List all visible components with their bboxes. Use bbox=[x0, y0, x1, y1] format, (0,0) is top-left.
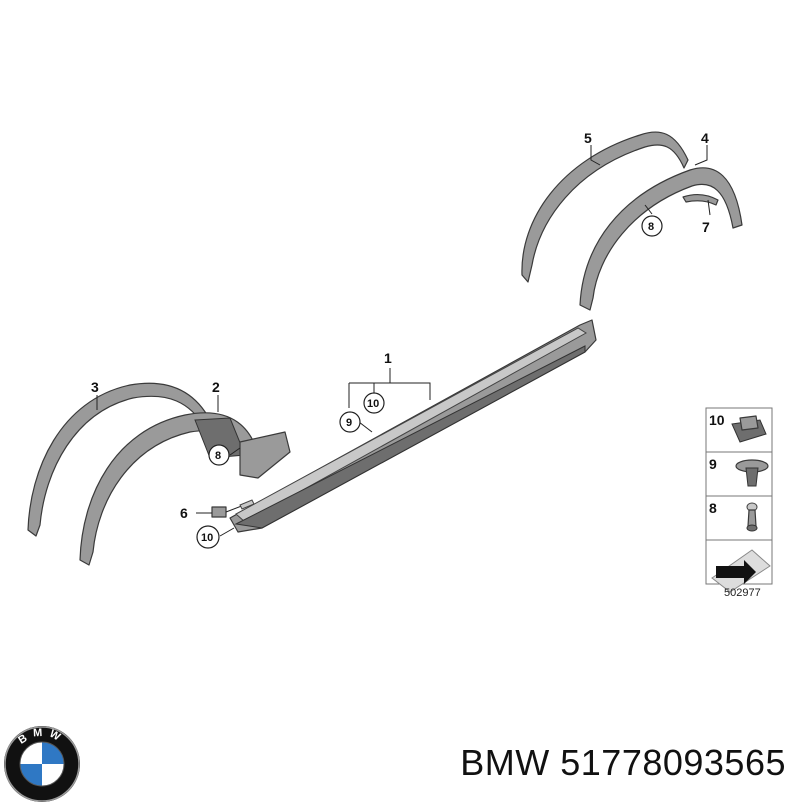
callout-2: 2 bbox=[212, 379, 220, 395]
wheel-arch-trim-rear-outer bbox=[521, 131, 689, 283]
svg-text:8: 8 bbox=[709, 500, 717, 516]
direction-arrow-icon bbox=[711, 549, 771, 593]
part-number: 51778093565 bbox=[560, 742, 786, 783]
fastener-legend: 10 9 8 502977 bbox=[705, 407, 773, 599]
clip-nut-icon bbox=[731, 415, 767, 443]
front-extension-piece bbox=[239, 431, 291, 479]
diagram-ref-code: 502977 bbox=[724, 587, 761, 599]
callout-3: 3 bbox=[91, 379, 99, 395]
callout-8-front: 8 bbox=[208, 444, 230, 466]
legend-item-10: 10 bbox=[709, 412, 767, 443]
callout-10-front: 10 bbox=[196, 525, 220, 549]
brand-name: BMW bbox=[460, 742, 550, 783]
callout-4: 4 bbox=[701, 130, 709, 146]
leader-lines bbox=[96, 145, 711, 537]
side-sill-rocker-panel bbox=[229, 319, 597, 533]
expanding-rivet-icon bbox=[735, 459, 769, 487]
legend-item-9: 9 bbox=[709, 456, 769, 487]
callout-7: 7 bbox=[702, 219, 710, 235]
legend-item-8: 8 bbox=[709, 500, 758, 532]
svg-text:9: 9 bbox=[709, 456, 717, 472]
callouts: 5 4 7 8 3 2 8 1 10 9 6 10 bbox=[91, 130, 710, 549]
small-bracket-part-6 bbox=[211, 499, 255, 518]
callout-1: 1 bbox=[384, 350, 392, 366]
callout-5: 5 bbox=[584, 130, 592, 146]
callout-8-rear: 8 bbox=[641, 215, 663, 237]
svg-text:10: 10 bbox=[709, 412, 725, 428]
svg-text:10: 10 bbox=[201, 532, 213, 544]
callout-6: 6 bbox=[180, 505, 188, 521]
push-pin-icon bbox=[746, 502, 758, 532]
bmw-logo: BMW bbox=[4, 726, 80, 802]
small-trim-piece-7 bbox=[682, 194, 719, 206]
svg-text:10: 10 bbox=[367, 398, 379, 410]
part-label: BMW 51778093565 bbox=[460, 742, 786, 784]
callout-10-sill: 10 bbox=[363, 392, 385, 414]
svg-text:8: 8 bbox=[648, 221, 654, 233]
wheel-arch-trim-front-inner bbox=[79, 412, 263, 566]
svg-text:8: 8 bbox=[215, 450, 221, 462]
callout-9-sill: 9 bbox=[339, 411, 361, 433]
wheel-arch-trim-rear-inner bbox=[579, 167, 743, 311]
svg-text:9: 9 bbox=[346, 417, 352, 429]
